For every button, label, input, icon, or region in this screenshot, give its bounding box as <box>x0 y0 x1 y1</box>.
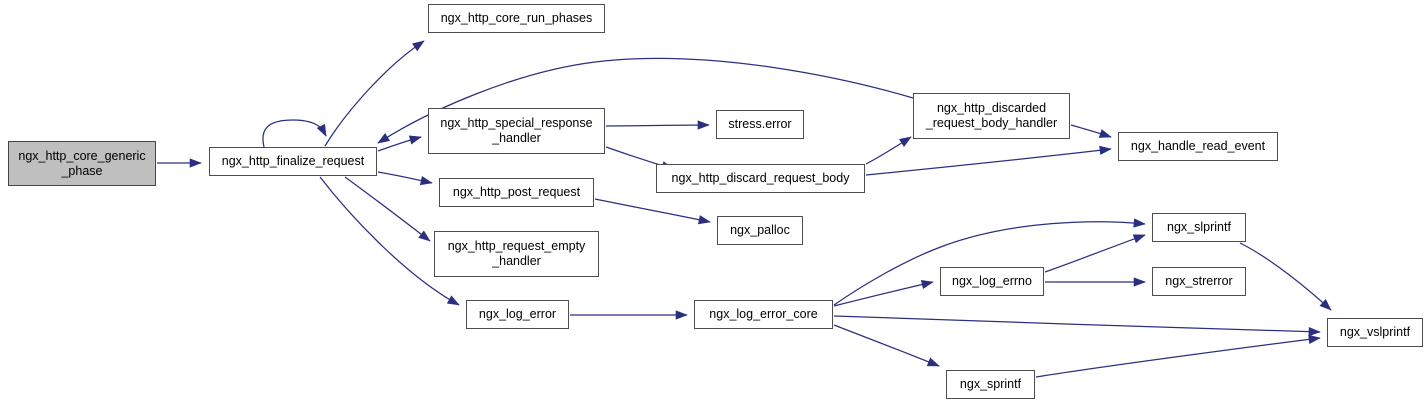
graph-edge-ngx_http_discarded_request_body_handler--to--ngx_handle_read_event <box>1070 124 1112 138</box>
graph-node-ngx_http_discard_request_body[interactable]: ngx_http_discard_request_body <box>656 164 865 193</box>
graph-node-ngx_strerror[interactable]: ngx_strerror <box>1152 267 1246 296</box>
graph-node-ngx_http_post_request[interactable]: ngx_http_post_request <box>439 178 594 207</box>
graph-edge-ngx_log_errno--to--ngx_strerror <box>1045 277 1146 287</box>
graph-edge-ngx_http_finalize_request--to--ngx_http_finalize_request <box>262 119 327 148</box>
graph-edge-ngx_http_post_request--to--ngx_palloc <box>594 198 711 225</box>
graph-node-ngx_log_errno[interactable]: ngx_log_errno <box>940 267 1044 296</box>
graph-edge-ngx_http_finalize_request--to--ngx_http_special_response_handler <box>377 135 422 152</box>
graph-edge-ngx_http_finalize_request--to--ngx_http_post_request <box>377 171 433 186</box>
graph-edge-ngx_slprintf--to--ngx_vslprintf <box>1239 242 1332 311</box>
graph-edge-ngx_log_error_core--to--ngx_log_errno <box>833 279 934 307</box>
graph-edge-ngx_http_special_response_handler--to--stress.error <box>605 120 710 130</box>
graph-edge-ngx_http_core_generic_phase--to--ngx_http_finalize_request <box>157 158 202 168</box>
graph-edge-ngx_http_finalize_request--to--ngx_http_core_run_phases <box>324 40 425 147</box>
graph-node-ngx_http_finalize_request[interactable]: ngx_http_finalize_request <box>209 147 377 176</box>
graph-node-ngx_vslprintf[interactable]: ngx_vslprintf <box>1327 318 1423 347</box>
graph-node-ngx_sprintf[interactable]: ngx_sprintf <box>946 370 1035 399</box>
graph-edge-ngx_http_finalize_request--to--ngx_http_request_empty_handler <box>344 176 431 242</box>
graph-edge-ngx_log_errno--to--ngx_slprintf <box>1044 234 1146 273</box>
graph-edge-ngx_log_error--to--ngx_log_error_core <box>570 310 688 320</box>
graph-node-stress.error[interactable]: stress.error <box>716 110 804 139</box>
graph-edge-ngx_http_discard_request_body--to--ngx_http_discarded_request_body_handler <box>865 136 912 165</box>
graph-node-ngx_http_core_run_phases[interactable]: ngx_http_core_run_phases <box>428 4 605 33</box>
graph-edge-ngx_log_error_core--to--ngx_sprintf <box>833 324 940 367</box>
graph-edge-ngx_log_error_core--to--ngx_slprintf <box>833 218 1146 306</box>
graph-node-ngx_http_core_generic_phase[interactable]: ngx_http_core_generic _phase <box>8 141 156 186</box>
graph-edge-ngx_http_discard_request_body--to--ngx_handle_read_event <box>865 145 1112 176</box>
graph-node-ngx_http_special_response_handler[interactable]: ngx_http_special_response _handler <box>428 108 605 154</box>
graph-node-ngx_palloc[interactable]: ngx_palloc <box>717 216 803 245</box>
graph-node-ngx_http_discarded_request_body_handler[interactable]: ngx_http_discarded _request_body_handler <box>913 93 1070 139</box>
graph-node-ngx_log_error_core[interactable]: ngx_log_error_core <box>694 300 833 329</box>
graph-node-ngx_log_error[interactable]: ngx_log_error <box>466 300 569 329</box>
graph-edge-ngx_sprintf--to--ngx_vslprintf <box>1035 334 1321 378</box>
graph-node-ngx_slprintf[interactable]: ngx_slprintf <box>1152 213 1246 242</box>
graph-node-ngx_http_request_empty_handler[interactable]: ngx_http_request_empty _handler <box>434 231 599 277</box>
graph-edge-ngx_http_finalize_request--to--ngx_log_error <box>319 176 460 306</box>
graph-node-ngx_handle_read_event[interactable]: ngx_handle_read_event <box>1118 132 1278 161</box>
graph-edge-ngx_log_error_core--to--ngx_vslprintf <box>833 315 1321 337</box>
